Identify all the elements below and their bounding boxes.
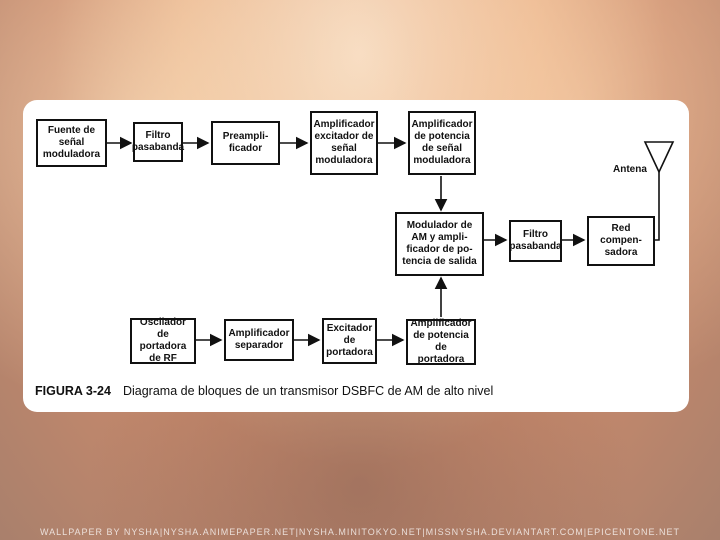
block-filtro-pasabanda-1: Filtro pasabanda [132,122,184,162]
block-fuente-senal: Fuente de señal moduladora [36,119,107,167]
block-excitador-portadora: Excitador de portadora [322,318,377,364]
block-modulador-am: Modulador de AM y ampli- ficador de po- … [395,212,484,276]
wallpaper-watermark: WALLPAPER BY NYSHA|NYSHA.ANIMEPAPER.NET|… [40,527,680,537]
block-diagram-figure: Fuente de señal moduladora Filtro pasaba… [23,100,689,412]
antenna-icon [643,141,675,174]
antenna-label: Antena [613,164,647,175]
figure-caption: FIGURA 3-24 Diagrama de bloques de un tra… [35,384,493,398]
block-oscilador-portadora: Oscilador de portadora de RF [130,317,196,364]
connector-arrows [107,136,675,347]
block-filtro-pasabanda-2: Filtro pasabanda [509,220,562,262]
block-amplificador-potencia-portadora: Amplificador de potencia de portadora [406,318,476,365]
block-red-compensadora: Red compen- sadora [587,216,655,266]
block-amplificador-potencia-senal: Amplificador de potencia de señal modula… [408,111,476,175]
line-red-antena [655,170,660,241]
caption-text: Diagrama de bloques de un transmisor DSB… [122,384,494,398]
block-preamplificador: Preampli- ficador [211,121,280,165]
block-amplificador-separador: Amplificador separador [224,319,294,361]
figure-number: FIGURA 3-24 [35,384,111,398]
block-amplificador-excitador: Amplificador excitador de señal modulado… [310,111,378,175]
